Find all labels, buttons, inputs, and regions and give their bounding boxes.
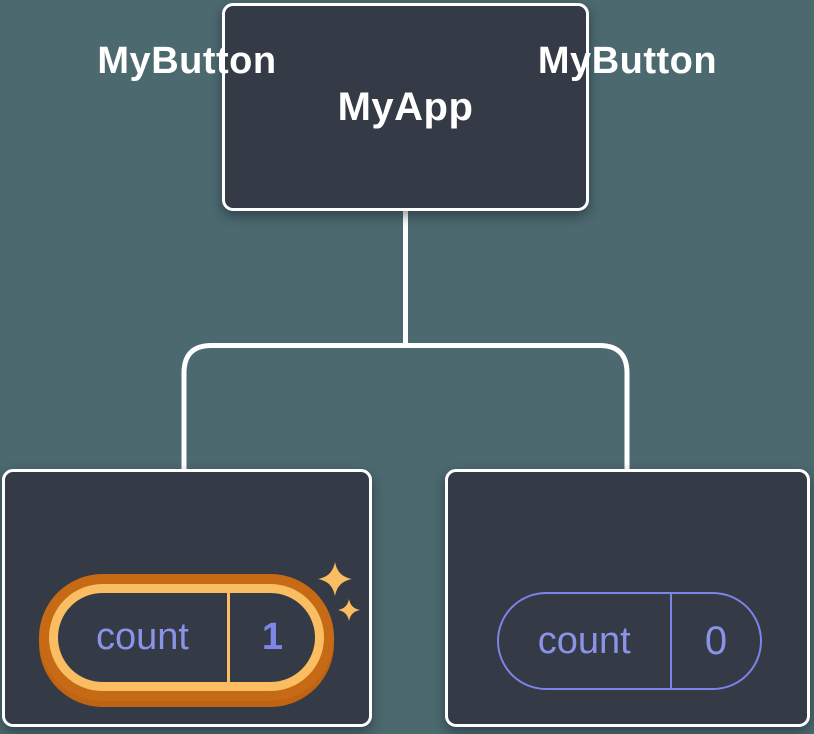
state-value: 1 bbox=[261, 616, 284, 658]
state-value: 0 bbox=[704, 618, 728, 663]
node-label-mybutton-highlighted: MyButton bbox=[97, 40, 277, 82]
state-key-label: count bbox=[96, 616, 189, 658]
pill-divider bbox=[227, 593, 230, 682]
node-label-mybutton-plain: MyButton bbox=[537, 40, 718, 82]
state-pill-highlighted: count 1 bbox=[49, 584, 324, 691]
node-label-myapp: MyApp bbox=[337, 84, 474, 129]
pill-divider bbox=[669, 594, 672, 688]
tree-node-myapp: MyApp bbox=[222, 3, 589, 211]
sparkles-icon bbox=[318, 562, 361, 622]
state-pill-plain: count 0 bbox=[497, 592, 762, 690]
state-key-label: count bbox=[537, 619, 631, 662]
